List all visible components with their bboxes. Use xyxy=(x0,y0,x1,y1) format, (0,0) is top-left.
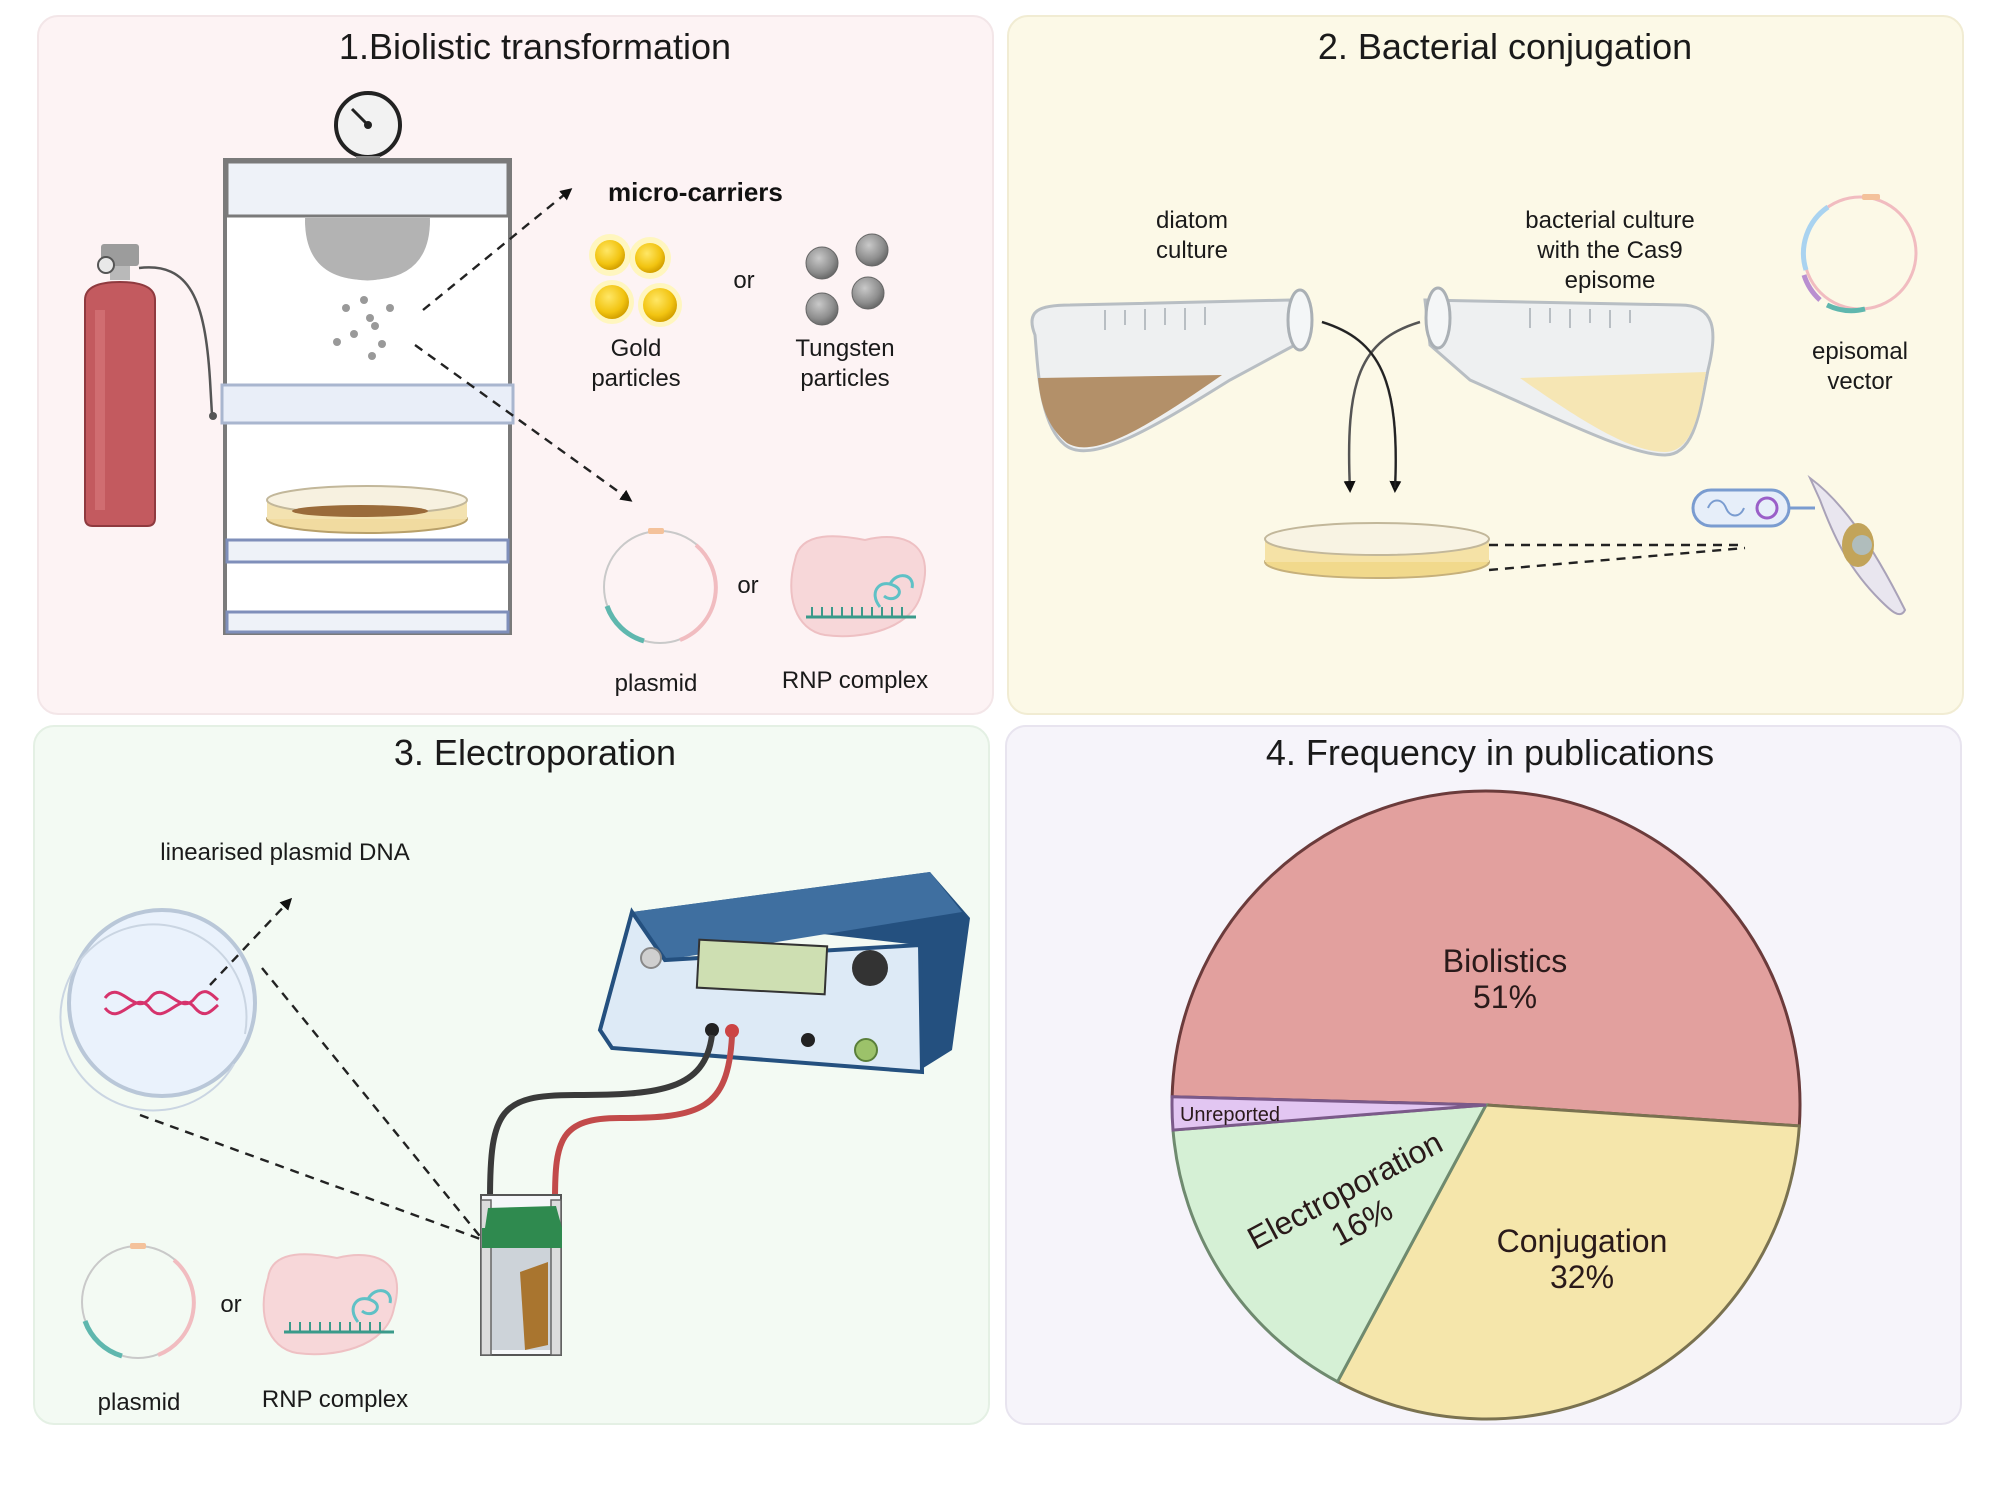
label-diatom: diatom xyxy=(1156,207,1228,234)
panel-biolistic: 1.Biolistic transformation xyxy=(37,15,994,715)
cell-with-dna-icon xyxy=(59,908,257,1112)
conjugation-petri-icon xyxy=(1264,522,1490,579)
bacterium-icon xyxy=(1691,488,1815,528)
electroporator-device-icon xyxy=(597,872,970,1075)
tungsten-particles-icon xyxy=(805,233,889,326)
label-rnp-1: RNP complex xyxy=(782,667,928,694)
rnp-complex-icon xyxy=(790,535,927,638)
pie-label-unreported: Unreported xyxy=(1180,1104,1280,1126)
label-micro-carriers: micro-carriers xyxy=(608,177,783,207)
label-linearised-plasmid: linearised plasmid DNA xyxy=(160,839,409,866)
panel-title-biolistic: 1.Biolistic transformation xyxy=(339,26,731,67)
diatom-flask-icon xyxy=(1030,288,1314,453)
panel-title-conjugation: 2. Bacterial conjugation xyxy=(1318,26,1692,67)
episomal-vector-icon xyxy=(1800,194,1918,314)
label-rnp-2: RNP complex xyxy=(262,1386,408,1413)
rnp-complex-icon-2 xyxy=(262,1253,399,1356)
plasmid-icon-2 xyxy=(81,1243,196,1359)
label-gold: Gold xyxy=(611,335,662,362)
label-gold-particles: particles xyxy=(591,365,680,392)
pie-slice-electroporation xyxy=(1171,1103,1489,1384)
gene-gun-chamber xyxy=(220,91,515,635)
label-tungsten-particles: particles xyxy=(800,365,889,392)
label-plasmid-1: plasmid xyxy=(615,670,698,697)
label-with-cas9: with the Cas9 xyxy=(1536,237,1682,264)
gas-cylinder-icon xyxy=(84,244,217,527)
pie-slice-biolistics xyxy=(1170,789,1802,1128)
diatom-cell-icon xyxy=(1807,474,1907,616)
label-or-3: or xyxy=(220,1291,241,1318)
panel-electroporation: 3. Electroporation linearised plasmid DN… xyxy=(33,725,990,1425)
label-or-2: or xyxy=(737,572,758,599)
pie-slice-conjugation xyxy=(1335,1103,1801,1421)
petri-dish-icon xyxy=(266,485,468,534)
label-episome: episome xyxy=(1565,267,1656,294)
label-vector: vector xyxy=(1827,368,1892,395)
panel-conjugation: 2. Bacterial conjugation diatom culture … xyxy=(1007,15,1964,715)
panel-title-electroporation: 3. Electroporation xyxy=(394,732,676,773)
label-episomal: episomal xyxy=(1812,338,1908,365)
gold-particles-icon xyxy=(589,234,682,327)
label-tungsten: Tungsten xyxy=(795,335,894,362)
cuvette-icon xyxy=(480,1194,562,1356)
plasmid-icon xyxy=(603,528,718,644)
label-plasmid-2: plasmid xyxy=(98,1389,181,1416)
panel-title-frequency: 4. Frequency in publications xyxy=(1266,732,1714,773)
bacterial-flask-icon xyxy=(1423,286,1715,457)
label-diatom-culture: culture xyxy=(1156,237,1228,264)
label-bacterial-culture: bacterial culture xyxy=(1525,207,1694,234)
label-or-1: or xyxy=(733,267,754,294)
pie-slice-unreported xyxy=(1170,1095,1487,1132)
